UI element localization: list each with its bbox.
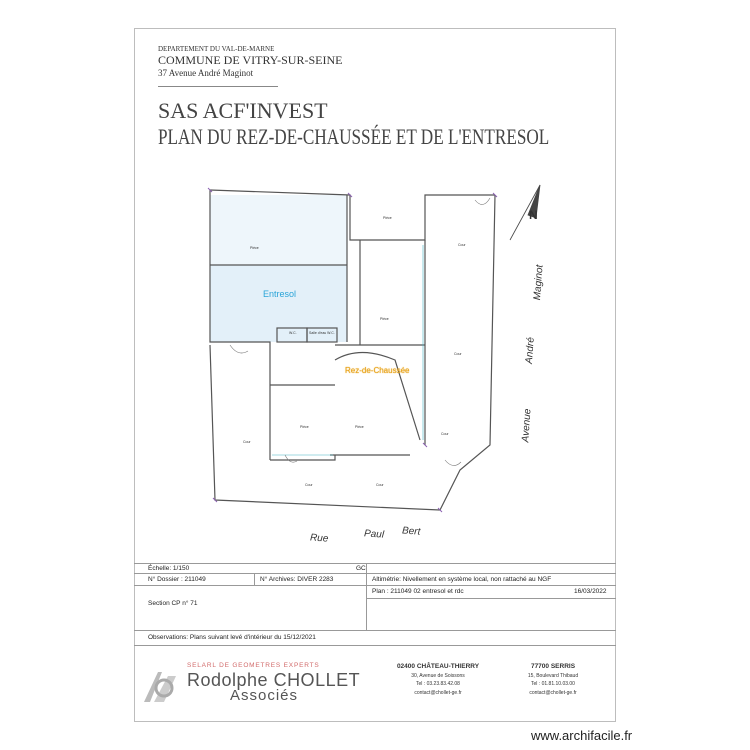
- office-email: contact@chollet-ge.fr: [414, 689, 462, 696]
- street-rue: Rue: [309, 532, 329, 545]
- room-wc: W.C.: [289, 331, 297, 335]
- office-city: 77700 SERRIS: [530, 663, 576, 670]
- rdc-label: Rez-de-Chaussée: [345, 366, 410, 375]
- room-cour-west: Cour: [243, 440, 251, 444]
- plan-ref-label: Plan : 211049 02 entresol et rdc: [372, 588, 464, 595]
- room-salle-eau: Salle d'eau W.C.: [309, 331, 335, 335]
- west-upper-wall: [209, 190, 230, 343]
- curved-wall: [334, 351, 421, 441]
- office-email: contact@chollet-ge.fr: [529, 689, 577, 696]
- room-cour-south-east: Cour: [441, 432, 449, 436]
- office-chateau-thierry: 02400 CHÂTEAU-THIERRY 30, Avenue de Sois…: [388, 663, 488, 697]
- department-label: DEPARTEMENT DU VAL-DE-MARNE: [158, 45, 275, 53]
- scale-label: Échelle: 1/150: [148, 565, 190, 572]
- header-divider: [158, 86, 278, 87]
- altimetrie-label: Altimétrie: Nivellement en système local…: [372, 576, 552, 583]
- office-city: 02400 CHÂTEAU-THIERRY: [396, 663, 480, 670]
- room-piece-north: Pièce: [383, 216, 392, 220]
- archives-label: N° Archives: DIVER 2283: [260, 576, 334, 583]
- office-street: 30, Avenue de Soissons: [411, 672, 465, 679]
- title-block: Échelle: 1/150 GC N° Dossier : 211049 N°…: [134, 563, 616, 659]
- address-label: 37 Avenue André Maginot: [158, 68, 254, 78]
- office-tel: Tel : 03.23.83.42.08: [416, 681, 460, 687]
- passage-wall: [230, 341, 271, 460]
- street-andre: André: [523, 336, 537, 365]
- room-cour-south: Cour: [305, 483, 313, 487]
- dossier-label: N° Dossier : 211049: [148, 576, 206, 583]
- office-serris: 77700 SERRIS 15, Boulevard Thibaud Tel :…: [503, 663, 603, 697]
- room-piece-south-east: Pièce: [355, 425, 364, 429]
- room-piece-entresol: Pièce: [250, 246, 259, 250]
- plan-sheet: [134, 28, 616, 722]
- north-wall: [209, 189, 495, 241]
- office-street: 15, Boulevard Thibaud: [527, 672, 579, 679]
- firm-logo-icon: [144, 672, 176, 702]
- entresol-room-main: [210, 265, 347, 342]
- gc-label: GC: [356, 565, 366, 572]
- street-bert: Bert: [401, 525, 421, 538]
- entresol-label: Entresol: [263, 289, 297, 299]
- north-label: N: [529, 208, 538, 222]
- room-piece-central: Pièce: [380, 317, 389, 321]
- room-piece-south-west: Pièce: [300, 425, 309, 429]
- room-cour-south-2: Cour: [376, 483, 384, 487]
- firm-associates: Associés: [230, 687, 299, 704]
- date-label: 16/03/2022: [574, 588, 607, 595]
- office-tel: Tel : 01.81.10.03.00: [531, 681, 575, 687]
- street-avenue: Avenue: [520, 408, 534, 443]
- plan-title: PLAN DU REZ-DE-CHAUSSÉE ET DE L'ENTRESOL: [158, 124, 550, 149]
- observations-label: Observations: Plans suivant levé d'intér…: [148, 634, 316, 641]
- room-cour-north: Cour: [458, 243, 466, 247]
- firm-tagline: SELARL DE GEOMETRES EXPERTS: [187, 662, 320, 669]
- east-outer-wall: [439, 194, 496, 511]
- commune-label: COMMUNE DE VITRY-SUR-SEINE: [158, 53, 343, 67]
- company-title: SAS ACF'INVEST: [158, 98, 328, 123]
- watermark-url[interactable]: www.archifacile.fr: [531, 728, 633, 743]
- section-label: Section CP n° 71: [148, 600, 198, 607]
- firm-name: Rodolphe CHOLLET: [187, 670, 361, 690]
- street-paul: Paul: [363, 528, 385, 541]
- salle-eau-outline: [306, 327, 338, 343]
- south-room-wall: [270, 455, 336, 461]
- room-cour-east: Cour: [454, 352, 462, 356]
- entresol-room-upper: [210, 195, 347, 265]
- north-arrow: [509, 184, 541, 241]
